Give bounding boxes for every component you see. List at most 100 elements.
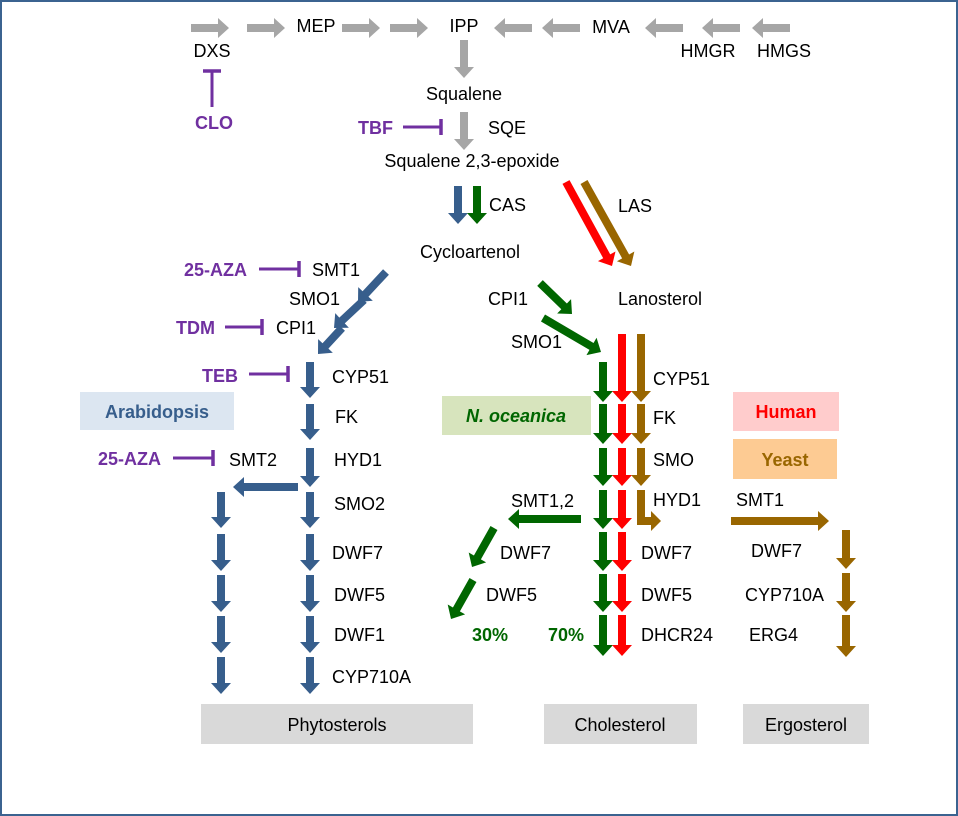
- noc-smt12-label: SMT1,2: [511, 491, 574, 511]
- human-arrow-2: [612, 404, 632, 444]
- noc-cpi1-label: CPI1: [488, 289, 528, 309]
- hy-fk-label: FK: [653, 408, 676, 428]
- yeast-dwf7-label: DWF7: [751, 541, 802, 561]
- yeast-arrow-3: [631, 448, 651, 486]
- human-legend-box: [733, 392, 839, 431]
- hmgr-label: HMGR: [681, 41, 736, 61]
- ergosterol-label: Ergosterol: [765, 715, 847, 735]
- cycloartenol-label: Cycloartenol: [420, 242, 520, 262]
- branch-percentage: 30%: [472, 625, 508, 645]
- human-arrow-6: [612, 574, 632, 612]
- gray-arrow-mva-ipp-1: [494, 18, 532, 38]
- ath-fk-label: FK: [335, 407, 358, 427]
- ath-smo2-label: SMO2: [334, 494, 385, 514]
- noceanica-arrow-cas: [467, 186, 487, 224]
- noceanica-branch-arrow-dwf5: [447, 578, 477, 619]
- cholesterol-label: Cholesterol: [574, 715, 665, 735]
- human-dhcr24-label: DHCR24: [641, 625, 713, 645]
- tdm-inhibitor: TDM: [176, 318, 215, 338]
- gray-arrow-mep-in-1: [191, 18, 229, 38]
- gray-arrow-mva-ipp-2: [542, 18, 580, 38]
- gray-arrow-hmgr-mva-2: [702, 18, 740, 38]
- hy-smo-label: SMO: [653, 450, 694, 470]
- arabidopsis-arrow-smo2: [300, 492, 320, 528]
- arabidopsis-arrow-smt2: [233, 477, 298, 497]
- arabidopsis-arrow-cpi1: [318, 325, 345, 354]
- yeast-branch-arrow-2: [836, 573, 856, 612]
- noceanica-arrow-cpi1: [537, 280, 572, 314]
- noceanica-branch-arrow-dwf7: [468, 526, 498, 567]
- yeast-erg4-label: ERG4: [749, 625, 798, 645]
- arabidopsis-branch-arrow-5: [211, 657, 231, 694]
- yeast-cyp710a-label: CYP710A: [745, 585, 824, 605]
- ipp-label: IPP: [449, 16, 478, 36]
- arabidopsis-arrow-cas: [448, 186, 468, 224]
- squalene-label: Squalene: [426, 84, 502, 104]
- gray-arrow-sqe: [454, 112, 474, 150]
- gray-arrow-hmgs: [752, 18, 790, 38]
- main-percentage: 70%: [548, 625, 584, 645]
- lanosterol-label: Lanosterol: [618, 289, 702, 309]
- yeast-arrow-smt1: [731, 511, 829, 531]
- human-arrow-5: [612, 532, 632, 571]
- yeast-smt1-label: SMT1: [736, 490, 784, 510]
- 25-aza-inhibitor-smt2: 25-AZA: [98, 449, 161, 469]
- ath-smt1-label: SMT1: [312, 260, 360, 280]
- arabidopsis-branch-arrow-2: [211, 534, 231, 571]
- teb-inhibitor: TEB: [202, 366, 238, 386]
- dxs-label: DXS: [193, 41, 230, 61]
- hmgs-label: HMGS: [757, 41, 811, 61]
- human-dwf5-label: DWF5: [641, 585, 692, 605]
- phytosterols-box: [201, 704, 473, 744]
- ath-dwf7-label: DWF7: [332, 543, 383, 563]
- ath-cpi1-label: CPI1: [276, 318, 316, 338]
- arabidopsis-arrow-dwf5: [300, 575, 320, 612]
- cholesterol-box: [544, 704, 697, 744]
- ath-cyp710a-label: CYP710A: [332, 667, 411, 687]
- arabidopsis-legend: Arabidopsis: [105, 402, 209, 422]
- gray-arrow-mep-in-2: [247, 18, 285, 38]
- arabidopsis-legend-box: [80, 392, 234, 430]
- mva-label: MVA: [592, 17, 630, 37]
- arabidopsis-arrow-hyd1: [300, 448, 320, 487]
- ath-smo1-label: SMO1: [289, 289, 340, 309]
- noc-dwf7-label: DWF7: [500, 543, 551, 563]
- ath-cyp51-label: CYP51: [332, 367, 389, 387]
- arabidopsis-arrow-dwf1: [300, 616, 320, 653]
- human-arrow-4: [612, 490, 632, 529]
- noceanica-arrow-2: [593, 404, 613, 444]
- human-arrow-7: [612, 615, 632, 656]
- gray-arrow-ipp-in-1: [342, 18, 380, 38]
- las-label: LAS: [618, 196, 652, 216]
- noceanica-arrow-1: [593, 362, 613, 402]
- human-arrow-las: [562, 180, 616, 266]
- noceanica-arrow-3: [593, 448, 613, 486]
- yeast-branch-arrow-1: [836, 530, 856, 569]
- cas-label: CAS: [489, 195, 526, 215]
- tbf-inhibitor: TBF: [358, 118, 393, 138]
- ath-dwf5-label: DWF5: [334, 585, 385, 605]
- human-legend: Human: [755, 402, 816, 422]
- gray-arrow-hmgr-mva-1: [645, 18, 683, 38]
- ath-dwf1-label: DWF1: [334, 625, 385, 645]
- noc-smo1-label: SMO1: [511, 332, 562, 352]
- ergosterol-box: [743, 704, 869, 744]
- noceanica-arrow-4: [593, 490, 613, 529]
- clo-inhibitor: CLO: [195, 113, 233, 133]
- arabidopsis-arrow-smt1: [358, 269, 389, 302]
- yeast-arrow-2: [631, 404, 651, 444]
- yeast-arrow-1: [631, 334, 651, 402]
- noceanica-arrow-5: [593, 532, 613, 571]
- ath-smt2-label: SMT2: [229, 450, 277, 470]
- noc-dwf5-label: DWF5: [486, 585, 537, 605]
- arabidopsis-arrow-cyp710a: [300, 657, 320, 694]
- mep-label: MEP: [296, 16, 335, 36]
- epoxide-label: Squalene 2,3-epoxide: [384, 151, 559, 171]
- hy-cyp51-label: CYP51: [653, 369, 710, 389]
- arabidopsis-arrow-cyp51: [300, 362, 320, 398]
- human-dwf7-label: DWF7: [641, 543, 692, 563]
- yeast-legend-box: [733, 439, 837, 479]
- phytosterols-label: Phytosterols: [287, 715, 386, 735]
- noceanica-arrow-7: [593, 615, 613, 656]
